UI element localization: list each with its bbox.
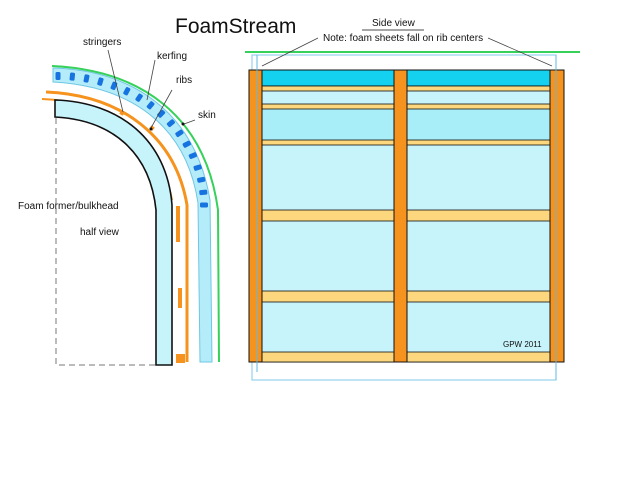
leader-dot [181,122,185,126]
leader-stringers [107,49,124,113]
vertical-rib-right [549,69,565,363]
leader-note-right [487,37,553,67]
label-stringers: stringers [83,37,121,48]
label-former: Foam former/bulkhead [18,201,119,212]
stringer [182,140,191,148]
stringer [200,202,208,208]
leader-skin [183,119,196,125]
stringer-group [55,72,208,208]
leader-kerfing [146,59,156,101]
stringer [97,77,104,86]
rib-line [45,90,189,362]
kerfing-dot [119,110,125,116]
label-ribs: ribs [176,75,192,86]
stringer [123,87,131,96]
stringer [175,129,184,138]
label-skin: skin [198,110,216,121]
stringer [166,119,175,128]
foam-former [54,99,173,366]
label-half-view: half view [80,227,120,238]
stringer [55,72,61,80]
stringer [83,74,90,83]
vertical-rib-center [393,69,408,363]
kerfing-segment [176,354,185,363]
kerfing-segment [178,288,182,308]
stringer [197,176,206,183]
side-view: Side view Note: foam sheets fall on rib … [245,18,580,381]
label-note: Note: foam sheets fall on rib centers [323,33,483,44]
stringer [199,189,208,196]
half-cross-section: stringers kerfing ribs skin Foam former/… [18,37,220,366]
centerline-dashed [55,118,155,366]
stringer [157,109,166,118]
kerfing-segment [176,206,180,242]
skin-line [51,65,220,363]
stringer [69,72,76,81]
leader-dot [149,127,153,131]
vertical-rib-left [248,69,263,363]
stringer [110,81,118,90]
leader-note-left [261,37,319,67]
stringer [135,93,143,102]
foam-sheet-band [52,67,213,363]
diagram-title: FoamStream [175,15,296,38]
stringer [193,164,202,171]
leader-ribs [150,89,173,129]
label-side-view: Side view [372,18,416,29]
label-kerfing: kerfing [157,51,187,62]
stringer [146,101,155,110]
stringer [188,152,198,159]
label-credit: GPW 2011 [503,340,542,349]
